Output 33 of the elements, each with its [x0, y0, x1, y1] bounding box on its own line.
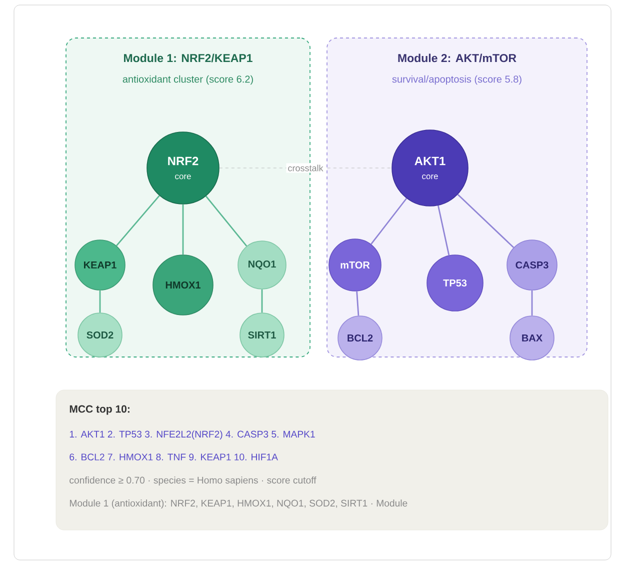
gene-node: BAX — [510, 316, 554, 360]
edge-line — [437, 205, 450, 256]
gene-node: NRF2 core — [146, 132, 220, 204]
edge-line — [205, 196, 248, 247]
gene-node: HMOX1 — [152, 254, 214, 316]
gene-node: NQO1 — [238, 240, 286, 290]
edge-line — [182, 204, 184, 255]
summary-panel — [56, 390, 608, 530]
note-line: Module 1 (antioxidant): NRF2, KEAP1, HMOX1, NQO1, SOD2, SIRT1 · Module — [70, 500, 408, 508]
module-subtitle: survival/apoptosis (score 5.8) — [392, 75, 522, 85]
ranking-line: 1. AKT1 2. TP53 3. NFE2L2(NRF2) 4. CASP3 5. MAPK1 — [70, 430, 315, 440]
ranking-line: 6. BCL2 7. HMOX1 8. TNF 9. KEAP1 10. HIF1A — [70, 454, 278, 460]
edge-label: crosstalk — [286, 163, 325, 173]
edge-line — [370, 198, 408, 245]
gene-node: mTOR — [328, 238, 382, 292]
gene-node: AKT1 core — [392, 130, 468, 206]
edge-line — [356, 291, 360, 316]
gene-node: SOD2 — [78, 312, 122, 358]
edge-line — [99, 290, 101, 313]
module-title: Module 1: NRF2/KEAP1 — [124, 54, 252, 62]
edge-line — [457, 194, 514, 248]
gene-node: KEAP1 — [74, 240, 126, 290]
gene-node: SIRT1 — [240, 312, 284, 358]
module-title: Module 2: AKT/mTOR — [398, 54, 516, 62]
gene-node: BCL2 — [338, 316, 382, 360]
gene-node: CASP3 — [506, 240, 558, 290]
gene-node: TP53 — [426, 254, 484, 312]
panel-heading: MCC top 10: — [70, 405, 130, 415]
module-subtitle: antioxidant cluster (score 6.2) — [122, 75, 253, 85]
edge-line — [116, 195, 160, 246]
edge-line — [261, 289, 263, 313]
edge-line — [531, 290, 533, 316]
note-line: confidence ≥ 0.70 · species = Homo sapiens · score cutoff — [70, 476, 316, 486]
